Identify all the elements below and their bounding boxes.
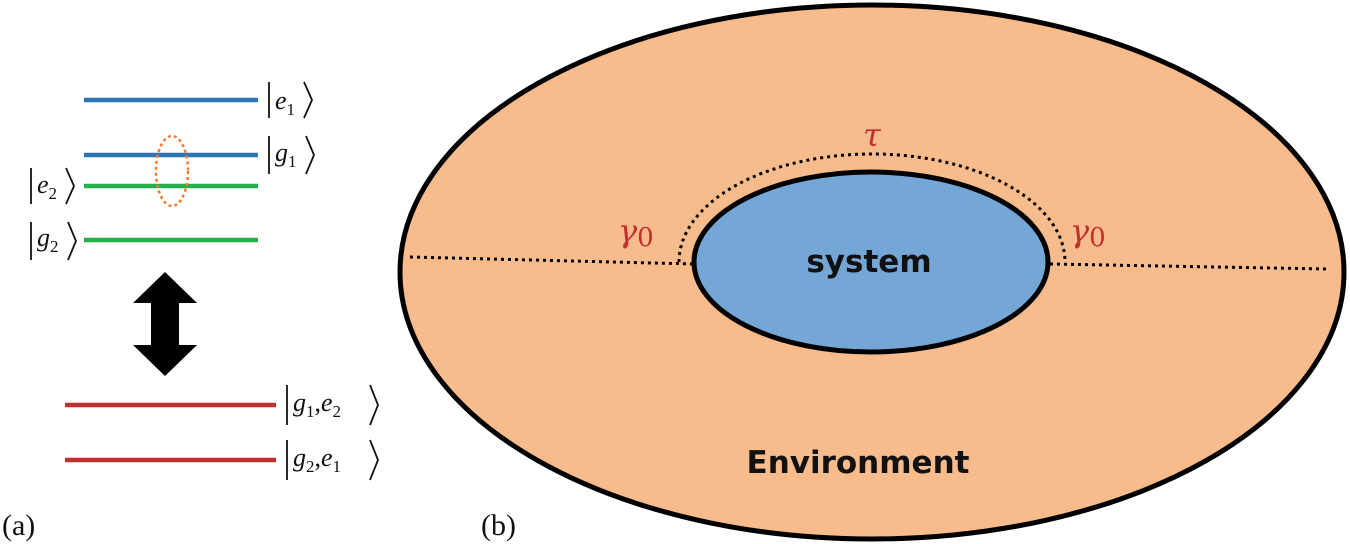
svg-text:e2: e2 xyxy=(37,170,57,203)
panel-b: system Environment τ γ0 γ0 (b) xyxy=(397,2,1347,542)
ket-e1-letter: e xyxy=(275,86,287,115)
right-coupling-channel xyxy=(1049,262,1329,271)
ket-g2e1-first: g xyxy=(293,443,306,472)
ket-e1-label: e1 xyxy=(268,81,313,119)
svg-text:e1: e1 xyxy=(275,86,295,119)
ket-e2-letter: e xyxy=(37,170,49,199)
double-arrow-icon xyxy=(133,272,197,376)
delay-tau-label: τ xyxy=(863,116,882,154)
svg-text:g2,e1: g2,e1 xyxy=(293,443,341,476)
ket-g1e2-second-index: 2 xyxy=(333,402,342,421)
panel-a-label: (a) xyxy=(2,509,35,542)
ket-g2-label: g2 xyxy=(30,221,77,261)
gamma0-right-symbol: γ xyxy=(1070,212,1090,250)
ket-g1-letter: g xyxy=(275,138,288,167)
ket-g2e1-second: e xyxy=(321,443,333,472)
panel-b-label: (b) xyxy=(481,509,516,542)
ket-e2-index: 2 xyxy=(49,184,58,203)
ket-g1-index: 1 xyxy=(288,152,297,171)
ket-g2e1-first-index: 2 xyxy=(306,457,315,476)
delay-path xyxy=(677,152,1067,263)
ket-g2-index: 2 xyxy=(50,237,59,256)
ket-g2-letter: g xyxy=(37,223,50,252)
gamma0-right-index: 0 xyxy=(1089,223,1106,253)
panel-a: e1 g1 e2 g2 g1,e2 xyxy=(2,81,379,542)
svg-text:g1: g1 xyxy=(275,138,297,171)
system-region xyxy=(691,169,1051,355)
ket-g2e1-second-index: 1 xyxy=(333,457,342,476)
ket-e2-label: e2 xyxy=(30,167,75,205)
svg-text:g2: g2 xyxy=(37,223,59,256)
gamma0-left-index: 0 xyxy=(637,223,654,253)
ket-g1e2-label: g1,e2 xyxy=(286,384,379,426)
ket-e1-index: 1 xyxy=(287,100,296,119)
left-coupling-channel xyxy=(409,255,695,266)
environment-label: Environment xyxy=(747,445,970,481)
gamma0-left-label: γ0 xyxy=(618,212,654,253)
gamma0-right-label: γ0 xyxy=(1070,212,1106,253)
system-label: system xyxy=(806,244,931,280)
ket-g1e2-first: g xyxy=(293,388,306,417)
ket-g1-label: g1 xyxy=(268,135,315,175)
ket-g1e2-second: e xyxy=(321,388,333,417)
svg-text:g1,e2: g1,e2 xyxy=(293,388,341,421)
gamma0-left-symbol: γ xyxy=(618,212,638,250)
ket-g1e2-first-index: 1 xyxy=(306,402,315,421)
coupling-loop xyxy=(154,134,190,208)
ket-g2e1-label: g2,e1 xyxy=(286,439,379,481)
